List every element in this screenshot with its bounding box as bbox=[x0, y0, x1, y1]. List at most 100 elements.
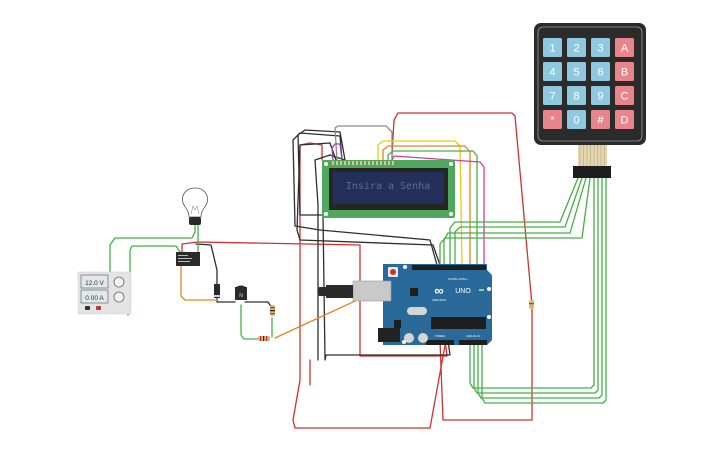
lcd-pin[interactable] bbox=[392, 161, 394, 165]
keypad-key-6[interactable]: 6 bbox=[591, 62, 610, 81]
keypad-key-8[interactable]: 8 bbox=[567, 86, 586, 105]
arduino-analog-label: ANALOG IN bbox=[466, 335, 480, 338]
keypad-key-label: # bbox=[597, 115, 604, 127]
wire-green-supply-lamp[interactable] bbox=[109, 224, 196, 296]
light-bulb[interactable] bbox=[182, 187, 208, 225]
keypad-key-C[interactable]: C bbox=[615, 86, 634, 105]
keypad-key-label: D bbox=[621, 115, 629, 127]
wire-green-keypad-8[interactable] bbox=[481, 177, 607, 404]
wire-black-lcd-3[interactable] bbox=[314, 154, 346, 361]
wire-gray-lcd[interactable] bbox=[334, 125, 393, 161]
supply-terminal-pos[interactable] bbox=[96, 306, 101, 310]
arduino-digital-label: DIGITAL (PWM~) bbox=[448, 278, 468, 281]
wire-green-keypad-2[interactable] bbox=[454, 177, 583, 266]
wire-green-keypad-1[interactable] bbox=[449, 177, 579, 266]
wire-black-lcd-2[interactable] bbox=[296, 142, 441, 266]
atmega-chip bbox=[431, 317, 486, 329]
keypad-key-label: 2 bbox=[573, 43, 579, 55]
keypad-key-2[interactable]: 2 bbox=[567, 38, 586, 57]
lcd-pin[interactable] bbox=[344, 161, 346, 165]
digital-header[interactable] bbox=[412, 265, 486, 270]
lcd-pin[interactable] bbox=[372, 161, 374, 165]
keypad-key-7[interactable]: 7 bbox=[543, 86, 562, 105]
wire-green-supply-relay[interactable] bbox=[124, 245, 181, 316]
wire-red-top-loop[interactable] bbox=[391, 112, 533, 421]
voltage-knob[interactable] bbox=[113, 276, 125, 288]
keypad-key-label: B bbox=[621, 67, 628, 79]
keypad-ribbon bbox=[573, 145, 611, 178]
wire-purple-lcd[interactable] bbox=[331, 143, 343, 161]
power-header[interactable] bbox=[426, 340, 454, 345]
wire-yellow-lcd-d[interactable] bbox=[377, 140, 463, 266]
lcd-pin[interactable] bbox=[384, 161, 386, 165]
power-jack[interactable] bbox=[378, 328, 400, 342]
keypad-key-label: 5 bbox=[573, 67, 579, 79]
keypad-key-label: 6 bbox=[597, 67, 603, 79]
wire-black-gnd-loop[interactable] bbox=[297, 129, 451, 361]
diode[interactable] bbox=[214, 284, 220, 298]
wire-green-keypad-7[interactable] bbox=[477, 177, 603, 399]
lcd-pin[interactable] bbox=[380, 161, 382, 165]
lcd-pin[interactable] bbox=[352, 161, 354, 165]
lcd-pin[interactable] bbox=[360, 161, 362, 165]
resistor-vertical[interactable] bbox=[270, 305, 275, 316]
keypad-key-5[interactable]: 5 bbox=[567, 62, 586, 81]
wire-orange-lcd-d[interactable] bbox=[382, 145, 471, 266]
wire-green-lcd-d[interactable] bbox=[387, 150, 478, 266]
keypad-key-label: 8 bbox=[573, 91, 579, 103]
wire-green-keypad-4[interactable] bbox=[439, 177, 591, 266]
current-knob[interactable] bbox=[113, 291, 125, 303]
arduino-brand: ARDUINO bbox=[432, 298, 447, 302]
lcd-text-line1: Insira a Senha bbox=[346, 181, 430, 192]
keypad-key-4[interactable]: 4 bbox=[543, 62, 562, 81]
usb-port[interactable] bbox=[352, 280, 392, 302]
wire-black-lcd-1[interactable] bbox=[292, 132, 438, 266]
lcd-pin[interactable] bbox=[368, 161, 370, 165]
resistor-keypad-line[interactable] bbox=[529, 300, 534, 309]
keypad-key-D[interactable]: D bbox=[615, 110, 634, 129]
wire-green-keypad-3[interactable] bbox=[443, 177, 587, 266]
analog-header[interactable] bbox=[459, 340, 487, 345]
keypad-key-A[interactable]: A bbox=[615, 38, 634, 57]
keypad-key-0[interactable]: 0 bbox=[567, 110, 586, 129]
wire-red-5v-to-relay[interactable] bbox=[181, 241, 448, 357]
lcd-pin[interactable] bbox=[376, 161, 378, 165]
arduino-power-label: POWER bbox=[435, 335, 445, 338]
lcd-pin[interactable] bbox=[388, 161, 390, 165]
lcd-pin[interactable] bbox=[340, 161, 342, 165]
wire-magenta-lcd-d[interactable] bbox=[391, 155, 485, 266]
lcd-pin[interactable] bbox=[332, 161, 334, 165]
relay[interactable] bbox=[176, 252, 200, 266]
keypad-key-B[interactable]: B bbox=[615, 62, 634, 81]
keypad-key-label: 3 bbox=[597, 43, 603, 55]
arduino-uno[interactable]: ∞ UNO ARDUINO DIGITAL (PWM~) POWER ANALO… bbox=[318, 264, 492, 345]
keypad-key-9[interactable]: 9 bbox=[591, 86, 610, 105]
keypad-key-label: 1 bbox=[549, 43, 555, 55]
supply-terminal-neg[interactable] bbox=[85, 306, 90, 310]
keypad-key-label: 0 bbox=[573, 115, 579, 127]
lcd-pin[interactable] bbox=[348, 161, 350, 165]
keypad-key-*[interactable]: * bbox=[543, 110, 562, 129]
lcd-pin[interactable] bbox=[356, 161, 358, 165]
power-supply[interactable]: 12.0 V 0.00 A bbox=[77, 271, 132, 315]
wire-green-keypad-6[interactable] bbox=[473, 177, 599, 394]
keypad-key-#[interactable]: # bbox=[591, 110, 610, 129]
transistor-label: N bbox=[239, 293, 243, 299]
arduino-model: UNO bbox=[455, 288, 471, 295]
keypad-key-3[interactable]: 3 bbox=[591, 38, 610, 57]
keypad-key-label: 4 bbox=[549, 67, 555, 79]
wire-green-transistor-resistor[interactable] bbox=[240, 304, 259, 340]
lcd-pin[interactable] bbox=[336, 161, 338, 165]
keypad-key-label: 7 bbox=[549, 91, 555, 103]
resistor-horizontal[interactable] bbox=[258, 336, 270, 341]
keypad-key-1[interactable]: 1 bbox=[543, 38, 562, 57]
lcd-16x2[interactable]: Insira a Senha bbox=[322, 160, 455, 218]
wire-green-keypad-5[interactable] bbox=[469, 177, 595, 389]
wire-black-transistor[interactable] bbox=[244, 301, 273, 309]
lcd-pin[interactable] bbox=[364, 161, 366, 165]
npn-transistor[interactable]: N bbox=[235, 285, 247, 301]
wire-orange-relay[interactable] bbox=[180, 264, 218, 301]
keypad-key-label: 9 bbox=[597, 91, 603, 103]
